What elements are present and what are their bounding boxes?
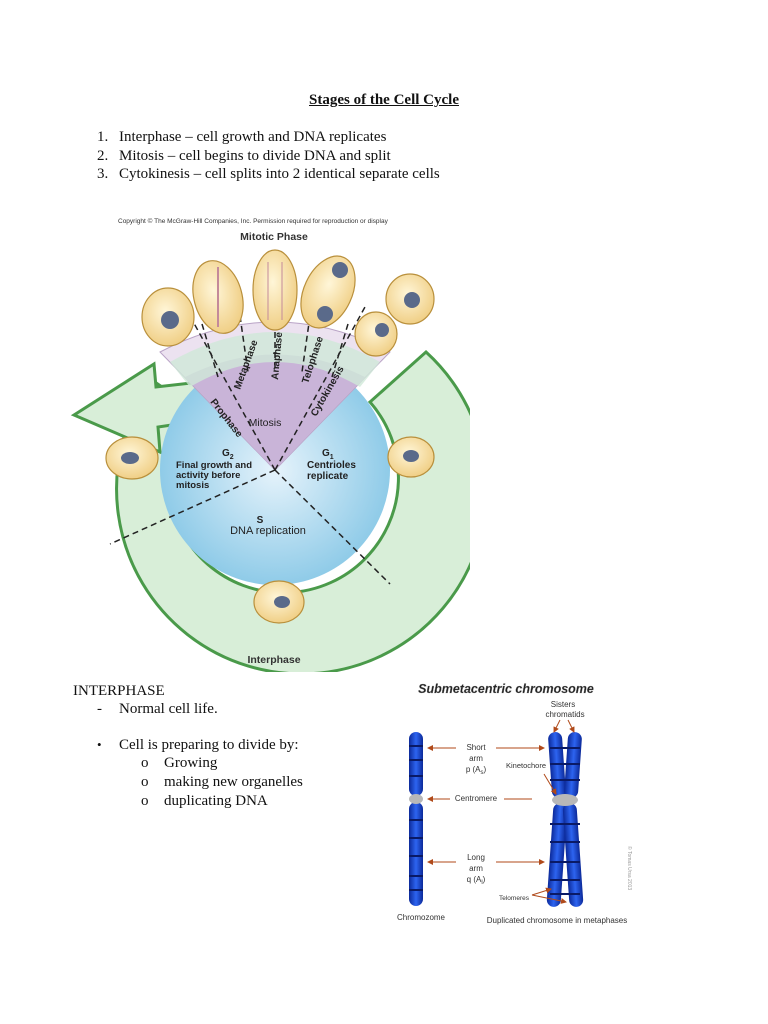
interphase-ring [115, 349, 470, 672]
chromosome-diagram: Submetacentric chromosome Sisters chroma… [397, 682, 633, 925]
interphase-label: Interphase [247, 654, 300, 666]
nucleus [403, 450, 419, 462]
list-item: 3. Cytokinesis – cell splits into 2 ident… [97, 165, 440, 184]
list-text: duplicating DNA [164, 793, 268, 809]
bullet-marker: • [97, 737, 102, 752]
phase-band [170, 332, 380, 387]
list-item: - Normal cell life. [97, 701, 218, 718]
list-number: 1. [97, 129, 109, 145]
long-arm-label-3: q (Al) [467, 875, 486, 886]
nucleus [404, 292, 420, 308]
short-arm-symbol: p (A [466, 765, 481, 774]
list-number: 2. [97, 147, 109, 164]
mitotic-phase-label: Mitotic Phase [240, 231, 308, 243]
g2-line-3: mitosis [176, 480, 209, 491]
g2-letter: G [222, 448, 230, 459]
g2-title: G2 [222, 448, 234, 461]
interphase-cells [105, 436, 435, 624]
g1-line-2: replicate [307, 471, 349, 482]
list-text: Growing [164, 755, 218, 771]
nucleus [375, 323, 389, 337]
g2-line-1: Final growth and [176, 460, 252, 471]
nucleus [121, 452, 139, 464]
s-line: DNA replication [230, 525, 306, 537]
nucleus [332, 262, 348, 278]
g2-line-2: activity before [176, 470, 240, 481]
nucleus [161, 311, 179, 329]
sisters-label-2: chromatids [545, 710, 584, 719]
short-arm-subscript: s [481, 770, 484, 776]
long-arm-close: ) [483, 875, 486, 884]
sub-list-item: o duplicating DNA [141, 793, 268, 810]
g1-subscript: 1 [330, 454, 334, 461]
stages-list: 1. Interphase – cell growth and DNA repli… [97, 128, 440, 184]
dash-marker: - [97, 701, 102, 717]
centromere-label: Centromere [455, 794, 498, 803]
nucleus [274, 596, 290, 608]
long-arm-symbol: q (A [467, 875, 482, 884]
short-arm-label-1: Short [466, 743, 486, 752]
g1-line-1: Centrioles [307, 460, 356, 471]
copyright-text: Copyright © The McGraw-Hill Companies, I… [118, 217, 389, 225]
chromozome-caption: Chromozome [397, 913, 446, 922]
watermark: © Tomas Ursa 2013 [626, 846, 633, 890]
sub-marker: o [141, 755, 149, 771]
sub-marker: o [141, 793, 149, 809]
short-arm-close: ) [484, 765, 487, 774]
list-number: 3. [97, 166, 109, 182]
single-chromosome [409, 732, 423, 906]
g2-subscript: 2 [230, 454, 234, 461]
list-item: • Cell is preparing to divide by: [97, 737, 299, 754]
cell-anaphase [252, 249, 298, 331]
duplicated-chromosome [546, 732, 584, 907]
page-title: Stages of the Cell Cycle [309, 92, 459, 108]
s-title: S [257, 515, 264, 526]
sisters-label-1: Sisters [551, 700, 575, 709]
list-text: Normal cell life. [119, 701, 218, 717]
interphase-heading: INTERPHASE [73, 683, 165, 699]
g1-letter: G [322, 448, 330, 459]
long-arm-subscript: l [481, 880, 482, 886]
list-item: 1. Interphase – cell growth and DNA repli… [97, 128, 440, 147]
duplicated-caption: Duplicated chromosome in metaphases [487, 916, 628, 925]
list-text: Interphase – cell growth and DNA replica… [119, 129, 387, 145]
cell-cycle-diagram: Copyright © The McGraw-Hill Companies, I… [70, 217, 470, 672]
list-text: Cell is preparing to divide by: [119, 737, 299, 753]
chromosome-title: Submetacentric chromosome [418, 682, 594, 696]
long-arm-label-2: arm [469, 864, 483, 873]
mitosis-wedge [185, 354, 365, 470]
list-text: making new organelles [164, 774, 303, 790]
cell-daughter-2 [354, 311, 398, 357]
kinetochore-label: Kinetochore [506, 761, 546, 770]
list-item: 2. Mitosis – cell begins to divide DNA an… [97, 147, 440, 166]
phase-label-anaphase: Anaphase [270, 331, 285, 380]
sub-marker: o [141, 774, 149, 790]
mitotic-cells [141, 249, 435, 357]
mitosis-label: Mitosis [249, 417, 282, 429]
telomeres-label: Telomeres [499, 895, 530, 902]
g1-title: G1 [322, 448, 334, 461]
short-arm-label-3: p (As) [466, 765, 487, 776]
sub-list-item: o Growing [141, 755, 217, 772]
list-text: Mitosis – cell begins to divide DNA and … [119, 147, 391, 164]
list-text: Cytokinesis – cell splits into 2 identic… [119, 166, 440, 182]
short-arm-label-2: arm [469, 754, 483, 763]
sub-list-item: o making new organelles [141, 774, 303, 791]
long-arm-label-1: Long [467, 853, 485, 862]
nucleus [317, 306, 333, 322]
